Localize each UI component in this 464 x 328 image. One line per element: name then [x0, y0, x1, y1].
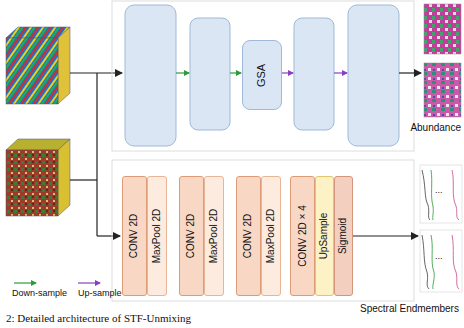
hsi-cube [6, 27, 70, 104]
layer-label: Sigmoid [339, 218, 349, 254]
legend-sample [14, 282, 36, 283]
conv-layer: CONV 2D [179, 176, 204, 296]
endmember-plot [420, 165, 462, 292]
layer-label: GSA [256, 63, 267, 86]
branch-frame [112, 160, 414, 301]
legend-sample [78, 282, 100, 283]
attention-block: GSA [242, 40, 282, 110]
legend-text: Down-sample [12, 289, 67, 299]
branch-frame [112, 1, 414, 151]
layer-label: CONV 2D [244, 214, 254, 258]
conv-layer: CONV 2D × 4 [290, 176, 315, 296]
pool-layer: MaxPool 2D [261, 176, 281, 296]
ellipsis: ... [435, 252, 443, 262]
layer-label: CONV 2D × 4 [298, 205, 308, 266]
conv-layer: CONV 2D [236, 176, 261, 296]
output-label: Spectral Endmembers [360, 303, 459, 314]
figure-caption: 2: Detailed architecture of STF-Unmixing [6, 312, 191, 324]
pool-layer: MaxPool 2D [147, 176, 167, 296]
layer-label: UpSample [320, 213, 330, 260]
layer-label: CONV 2D [187, 214, 197, 258]
layer-label: MaxPool 2D [152, 209, 162, 263]
upsample-arrow [282, 72, 347, 73]
abundance-map [424, 63, 461, 117]
output-label: Abundance [410, 122, 461, 133]
unet-block [125, 5, 399, 146]
upsample-layer: UpSample [315, 176, 334, 296]
downsample-arrow [176, 72, 241, 73]
legend-text: Up-sample [78, 289, 122, 299]
abundance-map [424, 4, 461, 54]
sigmoid-layer: Sigmoid [334, 176, 353, 296]
layer-label: MaxPool 2D [209, 209, 219, 263]
ellipsis: ... [435, 186, 443, 196]
rgb-cube [6, 139, 70, 216]
pool-layer: MaxPool 2D [204, 176, 224, 296]
conv-layer: CONV 2D [122, 176, 147, 296]
input-arrows [70, 73, 122, 236]
layer-label: CONV 2D [130, 214, 140, 258]
output-arrow [353, 73, 421, 236]
layer-label: MaxPool 2D [266, 209, 276, 263]
